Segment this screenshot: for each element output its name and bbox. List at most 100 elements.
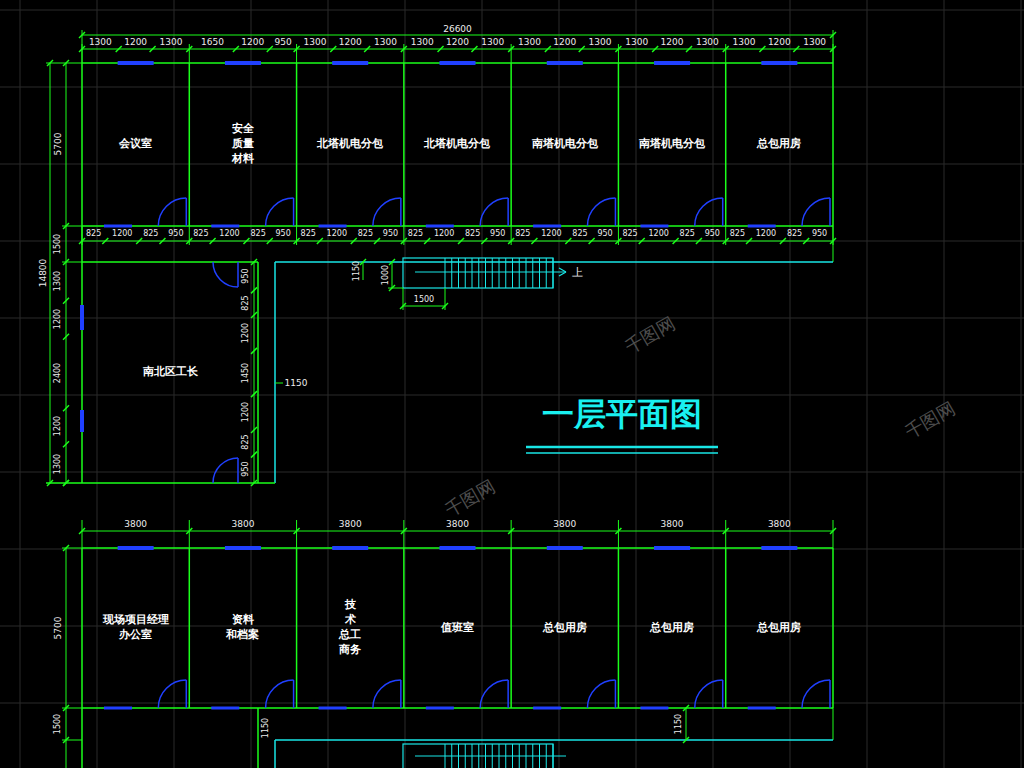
door-leaf (186, 198, 188, 226)
dimension-tick (364, 46, 370, 52)
room-box: 安全 质量 材料 (189, 63, 296, 226)
wall (81, 548, 83, 708)
grid-line (0, 549, 1024, 550)
grid-line (713, 0, 714, 768)
door-swing (213, 262, 238, 287)
dimension-tick (47, 60, 53, 66)
dimension-line (363, 262, 364, 280)
dimension-line (82, 35, 833, 36)
dimension-tick (723, 46, 729, 52)
dimension-label: 1200 (541, 230, 561, 238)
dimension-tick (673, 238, 679, 244)
dimension-tick (251, 287, 257, 293)
corridor-line (275, 739, 833, 741)
window (640, 707, 668, 710)
dimension-label: 825 (787, 230, 802, 238)
dimension-label: 1300 (803, 38, 826, 47)
room-box: 技 术 总工 商务 (297, 548, 404, 708)
door-leaf (293, 198, 295, 226)
wall (510, 63, 512, 226)
dimension-tick (330, 46, 336, 52)
plan-line (82, 30, 83, 63)
room-box: 资料 和档案 (189, 548, 296, 708)
dimension-line (66, 548, 67, 768)
dimension-label: 825 (143, 230, 158, 238)
room-box: 总包用房 (511, 548, 618, 708)
room-box: 北塔机电分包 (404, 63, 511, 226)
dimension-line (686, 708, 687, 740)
dimension-label: 1200 (241, 38, 264, 47)
dimension-tick (63, 334, 69, 340)
dimension-tick (400, 303, 406, 309)
door-leaf (507, 198, 509, 226)
dimension-label: 1300 (374, 38, 397, 47)
dimension-label: 3800 (553, 520, 576, 529)
wall (832, 63, 834, 226)
dimension-label: 950 (812, 230, 827, 238)
dimension-label: 950 (597, 230, 612, 238)
dimension-label: 825 (193, 230, 208, 238)
plan-line (511, 44, 512, 63)
plan-line (296, 520, 297, 548)
room-name: 总包用房 (543, 621, 587, 636)
dimension-label: 825 (86, 230, 101, 238)
grid-line (0, 164, 1024, 165)
window (225, 546, 261, 550)
dimension-tick (830, 46, 836, 52)
grid-line (0, 87, 1024, 88)
dimension-line (403, 306, 445, 307)
room-name: 南塔机电分包 (532, 137, 598, 152)
stair-tread (499, 258, 500, 288)
window (332, 61, 368, 65)
watermark: 千图网 (442, 477, 498, 520)
stair (403, 258, 553, 288)
dimension-label: 825 (242, 295, 250, 310)
dimension-label: 950 (276, 230, 291, 238)
dimension-tick (251, 259, 257, 265)
plan-line (403, 44, 404, 63)
dimension-tick (830, 528, 836, 534)
window (426, 707, 454, 710)
dimension-tick (116, 46, 122, 52)
window (80, 305, 84, 330)
dimension-label: 825 (408, 230, 423, 238)
wall (832, 548, 834, 708)
dimension-tick (251, 348, 257, 354)
door-leaf (722, 680, 724, 708)
dimension-label: 1200 (768, 38, 791, 47)
window (654, 61, 690, 65)
dimension-tick (531, 238, 537, 244)
grid-line (636, 0, 637, 768)
dimension-tick (508, 46, 514, 52)
grid-line (251, 0, 252, 768)
wall (403, 548, 405, 708)
plan-line (388, 288, 403, 289)
room-name: 总包用房 (650, 621, 694, 636)
dimension-label: 950 (490, 230, 505, 238)
dimension-label: 3800 (231, 520, 254, 529)
dimension-tick (63, 298, 69, 304)
dimension-tick (683, 705, 689, 711)
door-swing (213, 458, 238, 483)
dimension-tick (696, 238, 702, 244)
window (104, 707, 132, 710)
door-leaf (722, 198, 724, 226)
dimension-label: 3800 (446, 520, 469, 529)
window (319, 225, 347, 228)
door-swing (480, 680, 508, 708)
dimension-label: 1650 (201, 38, 224, 47)
dimension-tick (63, 60, 69, 66)
dimension-tick (63, 480, 69, 486)
door-swing (158, 198, 186, 226)
dimension-tick (793, 46, 799, 52)
plan-line (725, 520, 726, 548)
dimension-tick (267, 238, 273, 244)
wall (618, 548, 620, 708)
stair-tread (472, 258, 473, 288)
dimension-label: 1150 (262, 718, 270, 738)
wall (46, 482, 275, 484)
door-leaf (186, 680, 188, 708)
dimension-label: 3800 (768, 520, 791, 529)
dimension-label: 950 (242, 269, 250, 284)
plan-line (833, 44, 834, 63)
